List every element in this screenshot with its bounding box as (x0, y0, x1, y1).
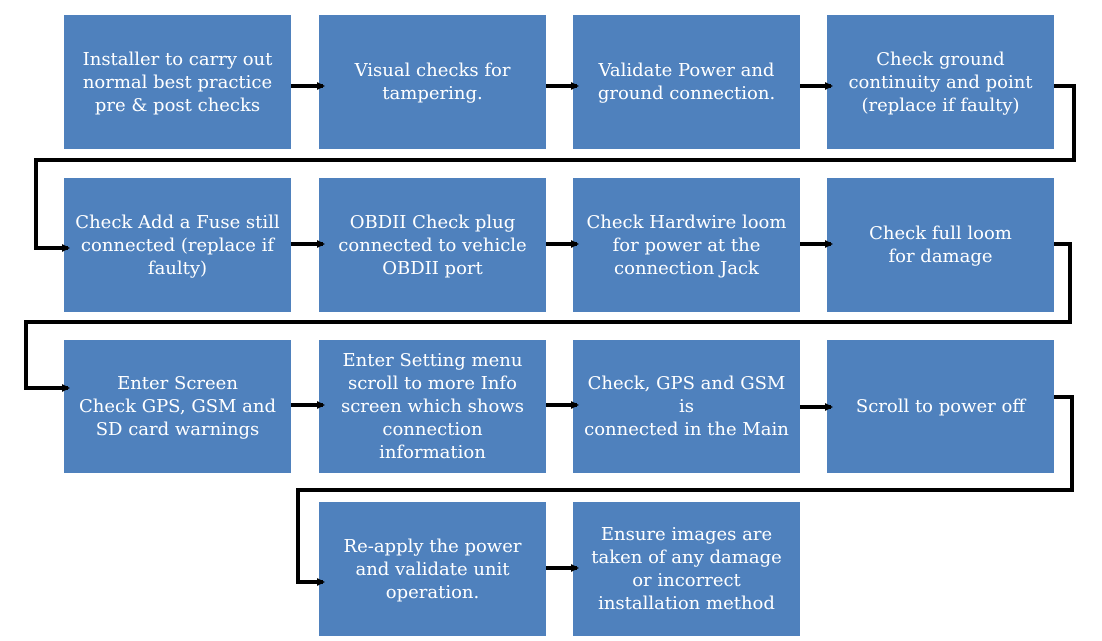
step-ensure-images: Ensure images are taken of any damage or… (573, 502, 800, 636)
step-validate-power-ground: Validate Power and ground connection. (573, 15, 800, 149)
step-full-loom-damage: Check full loom for damage (827, 178, 1054, 312)
step-scroll-power-off: Scroll to power off (827, 340, 1054, 473)
step-reapply-power: Re-apply the power and validate unit ope… (319, 502, 546, 636)
step-best-practice-checks: Installer to carry out normal best pract… (64, 15, 291, 149)
step-check-ground-continuity: Check ground continuity and point (repla… (827, 15, 1054, 149)
step-hardwire-loom-power: Check Hardwire loom for power at the con… (573, 178, 800, 312)
step-visual-tamper-checks: Visual checks for tampering. (319, 15, 546, 149)
step-screen-warnings: Enter Screen Check GPS, GSM and SD card … (64, 340, 291, 473)
step-obdii-plug-check: OBDII Check plug connected to vehicle OB… (319, 178, 546, 312)
step-check-add-a-fuse: Check Add a Fuse still connected (replac… (64, 178, 291, 312)
step-gps-gsm-connected: Check, GPS and GSM is connected in the M… (573, 340, 800, 473)
step-settings-info-screen: Enter Setting menu scroll to more Info s… (319, 340, 546, 473)
